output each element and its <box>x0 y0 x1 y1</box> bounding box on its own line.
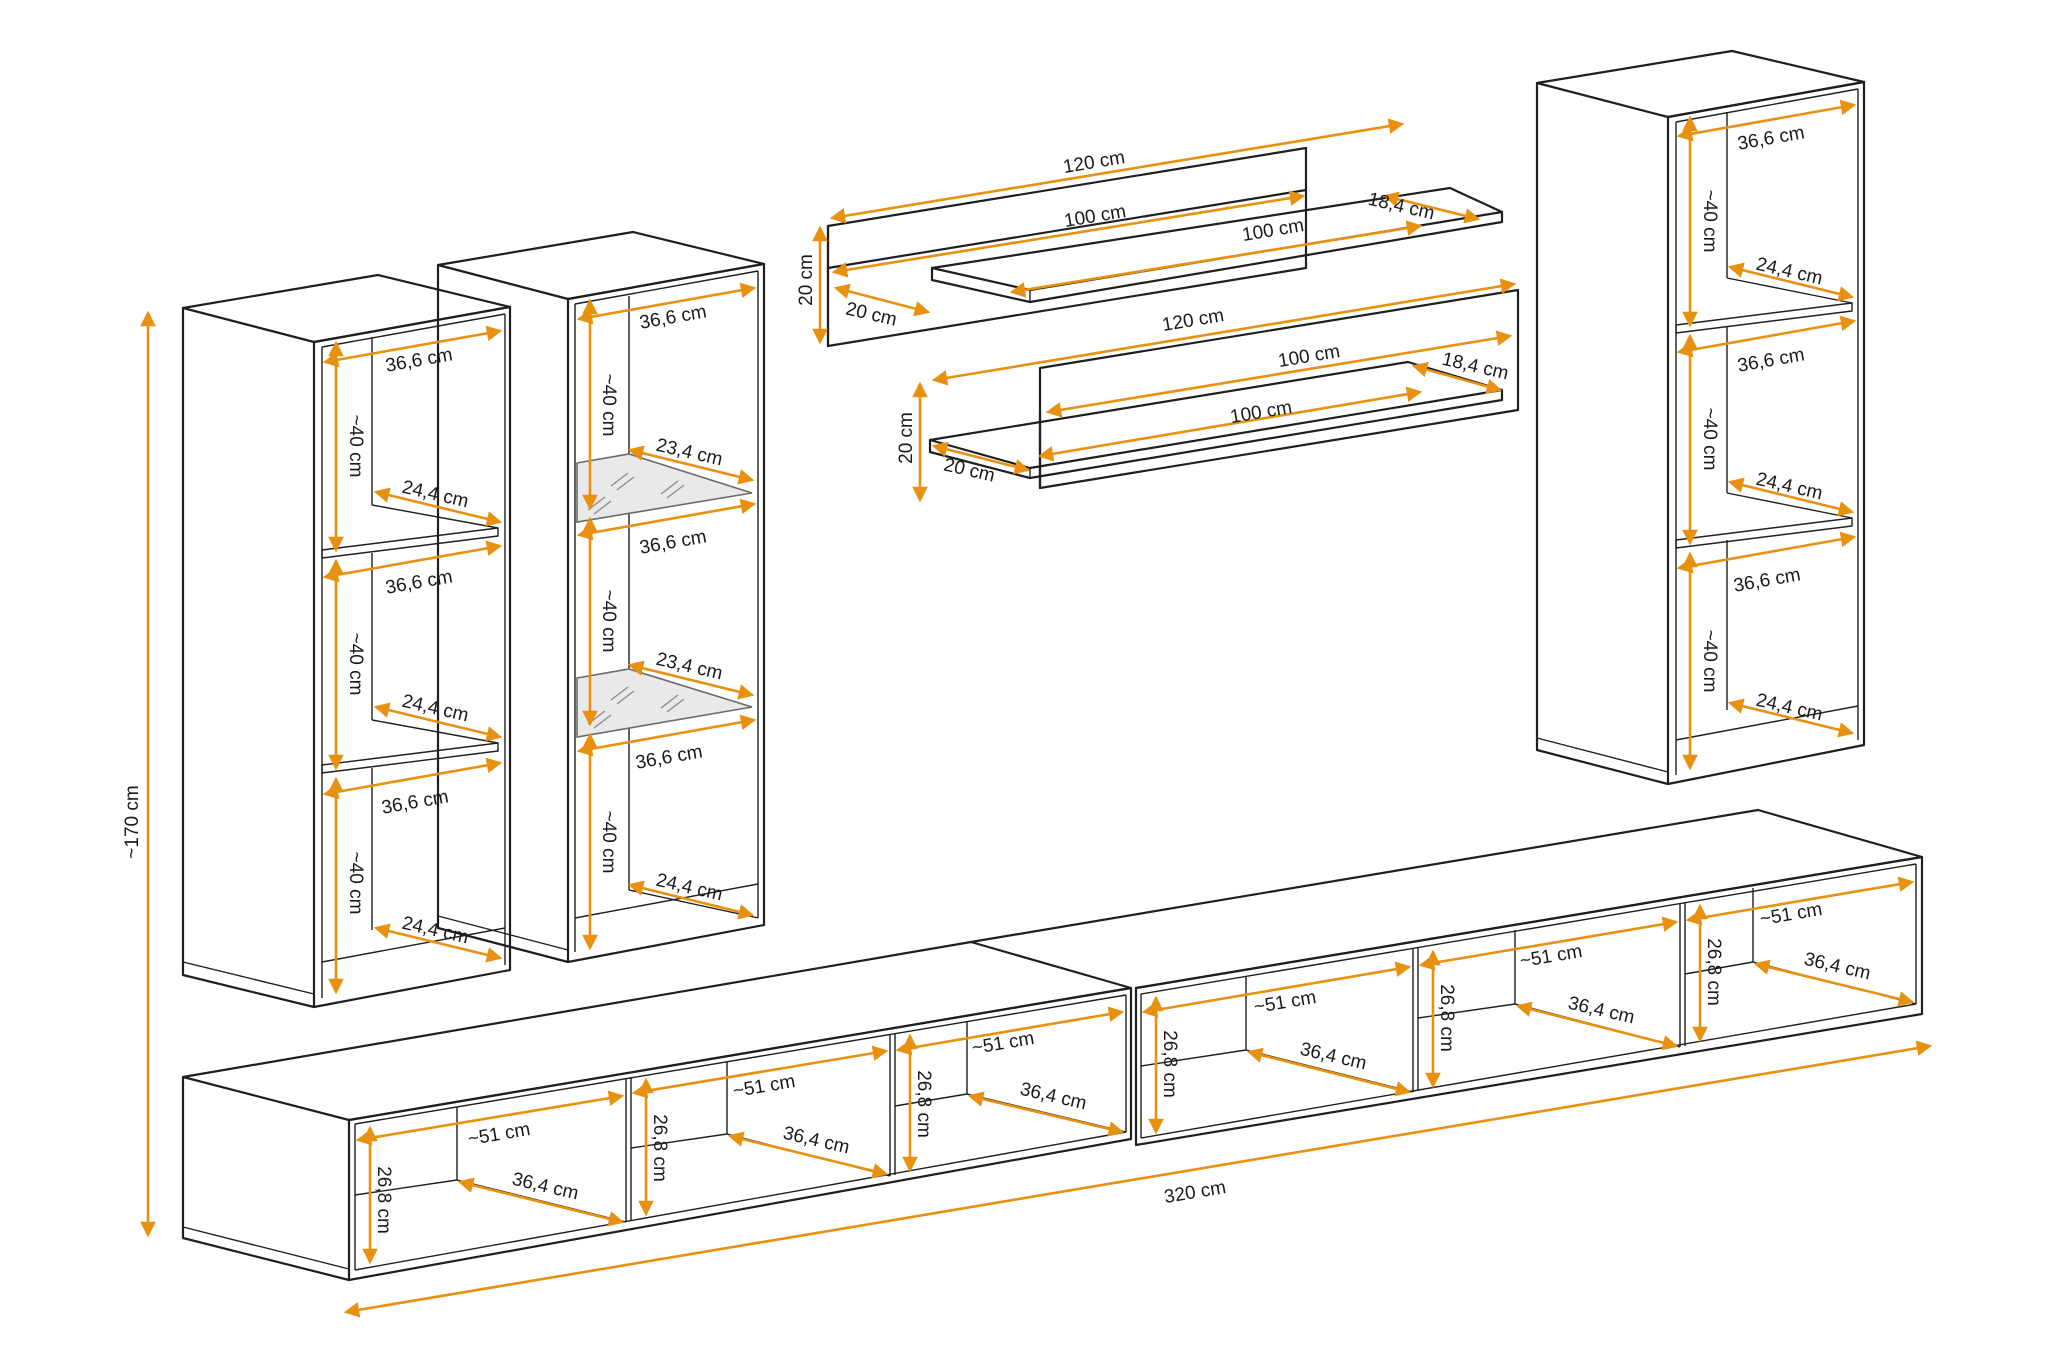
lower-shelf-height: 20 cm <box>896 412 917 464</box>
lower-shelf-board-length: 100 cm <box>1277 341 1342 372</box>
right-unit-depth-1: 24,4 cm <box>1754 254 1825 290</box>
upper-shelf-back-length: 120 cm <box>1062 147 1127 178</box>
vitrine-height-2: ~40 cm <box>598 590 619 653</box>
left-unit-height-1: ~40 cm <box>345 415 366 478</box>
vitrine-width-2: 36,6 cm <box>638 526 708 558</box>
left-unit-width-2: 36,6 cm <box>384 566 454 598</box>
bench-left-height-2: 26,8 cm <box>649 1114 670 1182</box>
bench-left-height-3: 26,8 cm <box>913 1070 934 1138</box>
vitrine-width-3: 36,6 cm <box>634 741 704 773</box>
bench-left-depth-1: 36,4 cm <box>510 1169 581 1205</box>
bench-right-height-1: 26,8 cm <box>1159 1030 1180 1098</box>
right-unit-height-3: ~40 cm <box>1699 630 1720 693</box>
right-unit-depth-2: 24,4 cm <box>1754 469 1825 505</box>
overall-width-line <box>343 1040 1933 1318</box>
left-unit-height-2: ~40 cm <box>345 633 366 696</box>
lower-shelf-depth: 18,4 cm <box>1440 349 1511 385</box>
right-unit-width-2: 36,6 cm <box>1736 344 1806 376</box>
bench-left-width-3: ~51 cm <box>970 1028 1035 1059</box>
bench-right-height-2: 26,8 cm <box>1436 984 1457 1052</box>
tv-bench-left <box>181 940 1133 1282</box>
bench-right-width-3: ~51 cm <box>1758 899 1823 930</box>
lower-shelf-back-length: 120 cm <box>1161 305 1226 336</box>
bench-right-depth-1: 36,4 cm <box>1298 1039 1369 1075</box>
vitrine-height-3: ~40 cm <box>598 811 619 874</box>
lower-shelf-shelf-length: 100 cm <box>1229 397 1294 428</box>
bench-left-depth-2: 36,4 cm <box>781 1123 852 1159</box>
right-unit-width-3: 36,6 cm <box>1732 564 1802 596</box>
bench-right-height-3: 26,8 cm <box>1703 938 1724 1006</box>
bench-right-depth-2: 36,4 cm <box>1566 993 1637 1029</box>
right-unit-height-1: ~40 cm <box>1699 190 1720 253</box>
left-unit-height-3: ~40 cm <box>345 852 366 915</box>
vitrine-height-1: ~40 cm <box>598 374 619 437</box>
upper-shelf-height: 20 cm <box>796 254 817 306</box>
right-unit-width-1: 36,6 cm <box>1736 122 1806 154</box>
bench-right-depth-3: 36,4 cm <box>1802 949 1873 985</box>
upper-shelf-depth: 18,4 cm <box>1366 189 1437 225</box>
dimension-lines <box>140 99 1933 1318</box>
shelf-unit-right <box>1535 49 1866 786</box>
tv-bench-right <box>969 808 1924 1147</box>
overall-height-label: ~170 cm <box>122 785 143 858</box>
vitrine-unit <box>436 230 766 964</box>
bench-left-width-1: ~51 cm <box>466 1119 531 1150</box>
right-unit-depth-3: 24,4 cm <box>1754 690 1825 726</box>
glass-shelf-upper <box>576 453 753 523</box>
overall-width-label: 320 cm <box>1163 1177 1228 1208</box>
upper-shelf-board-length: 100 cm <box>1063 201 1128 232</box>
right-unit-height-2: ~40 cm <box>1699 408 1720 471</box>
glass-shelf-lower <box>576 668 753 738</box>
bench-left-height-1: 26,8 cm <box>373 1166 394 1234</box>
left-unit-width-3: 36,6 cm <box>380 786 450 818</box>
